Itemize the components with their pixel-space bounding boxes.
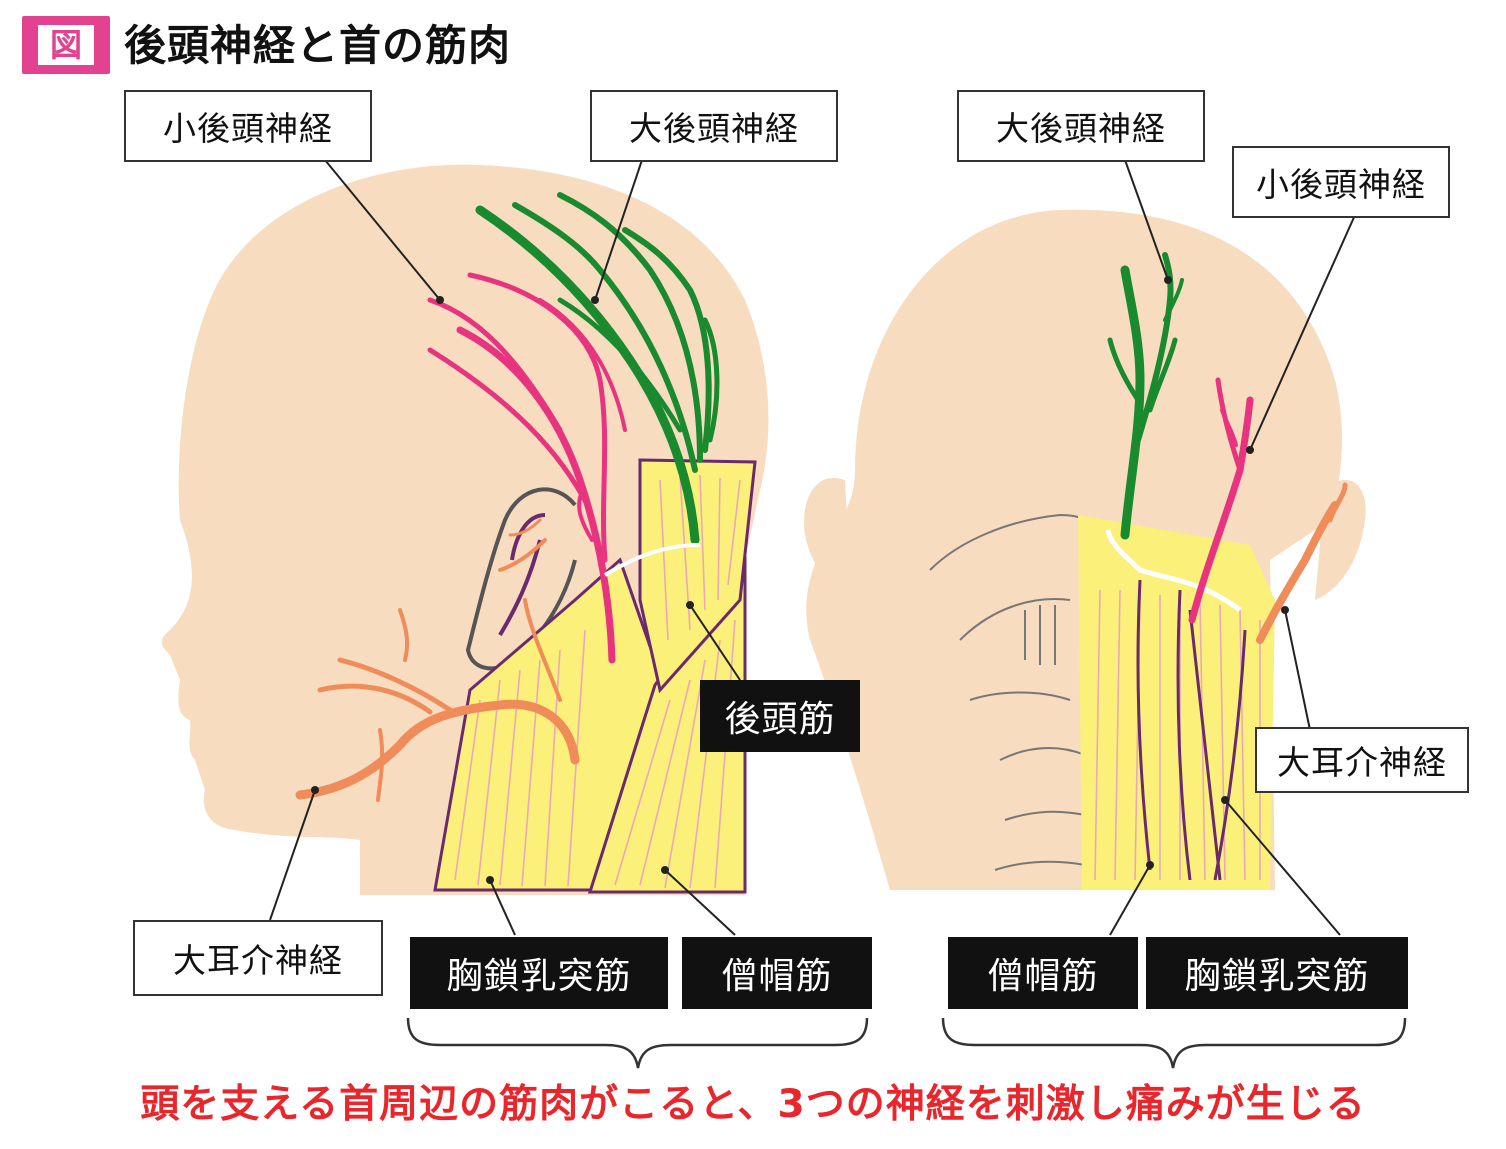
back-label-sternocleidomastoid: 胸鎖乳突筋: [1146, 937, 1408, 1009]
back-label-great-auricular-nerve: 大耳介神経: [1255, 727, 1469, 793]
caption: 頭を支える首周辺の筋肉がこると、3つの神経を刺激し痛みが生じる: [140, 1082, 1366, 1127]
leader-dots: [311, 276, 1289, 884]
side-occipitalis: [638, 458, 757, 694]
back-muscle-gap: [1105, 529, 1242, 613]
figure-badge: 図: [22, 16, 110, 74]
brace-left: [406, 1017, 869, 1069]
brace-right: [941, 1017, 1407, 1069]
side-label-trapezius: 僧帽筋: [682, 937, 872, 1009]
back-neck-muscle: [1078, 515, 1275, 890]
back-lesser-occipital-nerve: [1188, 377, 1254, 624]
back-label-lesser-occipital-nerve: 小後頭神経: [1232, 146, 1450, 218]
back-label-trapezius: 僧帽筋: [948, 937, 1138, 1009]
side-label-occipitalis: 後頭筋: [700, 680, 860, 752]
figure-badge-text: 図: [38, 25, 94, 65]
leader-lines: [269, 159, 1356, 936]
back-ear-left: [804, 478, 850, 581]
side-label-lesser-occipital-nerve: 小後頭神経: [124, 90, 372, 162]
back-label-greater-occipital-nerve: 大後頭神経: [957, 90, 1205, 162]
side-ear-inner: [498, 513, 546, 637]
side-lesser-occipital-nerve: [427, 272, 627, 664]
back-greater-occipital-nerve: [1107, 252, 1184, 540]
page-title: 後頭神経と首の筋肉: [124, 21, 512, 70]
side-great-auricular-nerve: [295, 518, 580, 802]
side-view: [161, 164, 769, 895]
side-muscle-fibers: [454, 474, 741, 889]
back-great-auricular-nerve: [1256, 482, 1348, 644]
side-label-great-auricular-nerve: 大耳介神経: [133, 920, 383, 996]
side-greater-occipital-nerve: [475, 192, 720, 545]
side-label-sternocleidomastoid: 胸鎖乳突筋: [410, 937, 668, 1009]
side-label-greater-occipital-nerve: 大後頭神経: [590, 90, 838, 162]
side-muscle-gap: [603, 543, 701, 577]
back-muscle-outlines: [1136, 579, 1247, 881]
